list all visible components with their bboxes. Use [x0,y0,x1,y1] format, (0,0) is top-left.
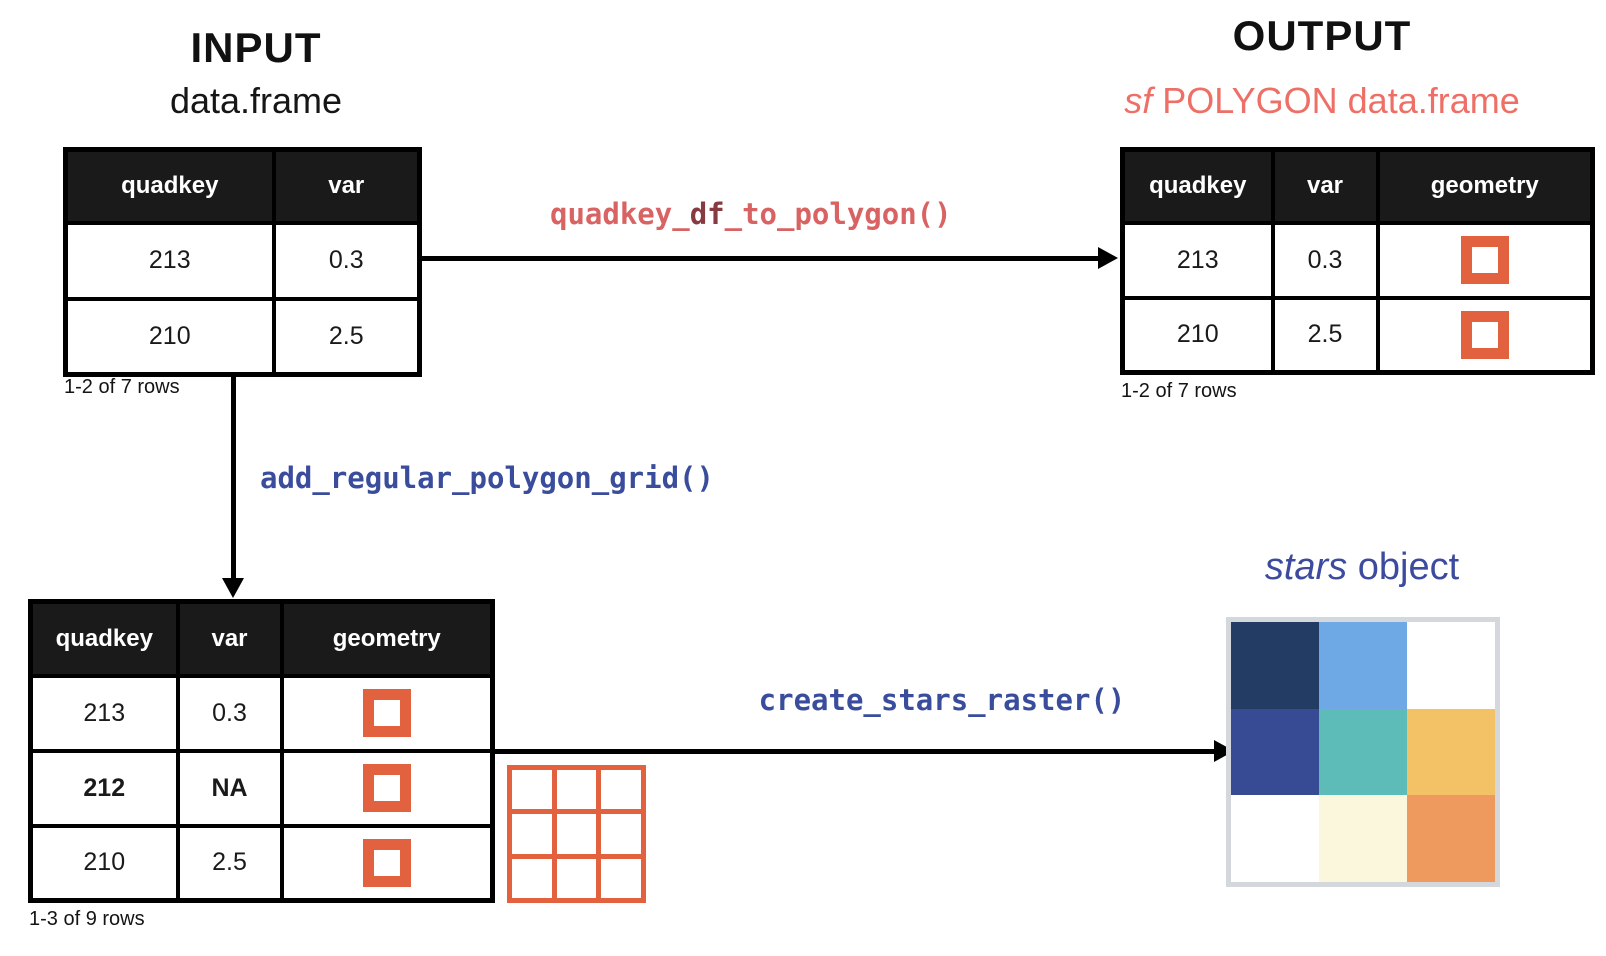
cell-var: 2.5 [175,823,284,903]
cell-quadkey: 213 [28,673,180,753]
input-col-var: var [271,147,422,225]
grid-table-header: quadkey var geometry [28,599,495,678]
polygon-square-icon [1460,310,1509,359]
raster-cell [1231,622,1319,709]
grid-table-caption: 1-3 of 9 rows [29,908,145,930]
cell-quadkey: 210 [28,823,180,903]
input-subtitle: data.frame [169,80,343,121]
raster-cell [1231,708,1319,796]
table-row: 210 2.5 [28,823,495,903]
subtitle-rest: POLYGON data.frame [1152,80,1520,121]
polygon-grid-cell [556,770,597,810]
cell-geometry [1375,295,1595,375]
polygon-square-icon [362,764,411,812]
polygon-grid-icon [507,765,646,903]
code-text: _to_polygon() [724,197,952,231]
input-title: INPUT [190,24,322,71]
polygon-square-icon [362,689,411,737]
arrow-input-to-grid [231,373,236,579]
polygon-square-icon [362,838,411,887]
output-table: quadkey var geometry 213 0.3 210 2.5 [1120,147,1595,375]
sf-italic: sf [1124,80,1153,121]
cell-quadkey: 213 [63,220,276,301]
grid-col-var: var [175,599,284,678]
output-title: OUTPUT [1232,12,1412,59]
polygon-grid-cell [601,814,641,854]
output-col-quadkey: quadkey [1120,147,1275,225]
function-label-create-stars-raster: create_stars_raster() [758,683,1126,717]
stars-object-title: stars object [1212,546,1512,589]
table-row: 213 0.3 [28,673,495,753]
function-label-quadkey-df-to-polygon: quadkey_df_to_polygon() [550,197,952,231]
cell-var: 0.3 [1270,220,1380,300]
cell-geometry [279,823,495,903]
cell-geometry [279,748,495,828]
raster-cell [1407,708,1495,796]
raster-cell [1407,622,1495,709]
polygon-grid-cell [601,858,641,898]
raster-cell [1319,622,1407,709]
stars-raster [1226,617,1500,887]
cell-var: 2.5 [1270,295,1380,375]
arrow-input-to-output [420,256,1102,261]
polygon-grid-cell [512,858,552,898]
polygon-grid-cell [556,858,597,898]
input-table-header: quadkey var [63,147,422,225]
raster-cell [1231,795,1319,882]
table-row: 210 2.5 [63,296,422,377]
cell-geometry [1375,220,1595,300]
arrow-grid-to-raster [490,749,1216,754]
raster-cell [1319,708,1407,796]
grid-col-geometry: geometry [279,599,495,678]
output-table-header: quadkey var geometry [1120,147,1595,225]
table-row: 213 0.3 [63,220,422,301]
table-row: 210 2.5 [1120,295,1595,375]
polygon-square-icon [1460,236,1509,284]
table-row-highlighted: 212 NA [28,748,495,828]
raster-cell [1319,795,1407,882]
stars-italic: stars [1264,546,1348,588]
output-col-geometry: geometry [1375,147,1595,225]
grid-col-quadkey: quadkey [28,599,180,678]
stars-title-rest: object [1347,546,1460,588]
polygon-grid-cell [601,770,641,810]
cell-var: 0.3 [175,673,284,753]
arrowhead-right-icon [1098,247,1118,269]
arrowhead-down-icon [222,578,244,598]
raster-cell [1407,795,1495,882]
input-table: quadkey var 213 0.3 210 2.5 [63,147,422,377]
cell-quadkey: 213 [1120,220,1275,300]
output-table-caption: 1-2 of 7 rows [1121,380,1237,402]
input-table-caption: 1-2 of 7 rows [64,376,180,398]
cell-quadkey: 210 [1120,295,1275,375]
cell-var: 2.5 [271,296,422,377]
cell-var: NA [175,748,284,828]
grid-table: quadkey var geometry 213 0.3 212 NA 210 … [28,599,495,903]
cell-quadkey: 210 [63,296,276,377]
cell-var: 0.3 [271,220,422,301]
output-subtitle: sf POLYGON data.frame [1072,80,1572,122]
output-col-var: var [1270,147,1380,225]
cell-quadkey: 212 [28,748,180,828]
code-text: df [689,197,725,231]
input-col-quadkey: quadkey [63,147,276,225]
polygon-grid-cell [512,814,552,854]
function-label-add-regular-polygon-grid: add_regular_polygon_grid() [260,461,714,495]
polygon-grid-cell [512,770,552,810]
table-row: 213 0.3 [1120,220,1595,300]
cell-geometry [279,673,495,753]
polygon-grid-cell [556,814,597,854]
code-text: quadkey_ [550,197,690,231]
